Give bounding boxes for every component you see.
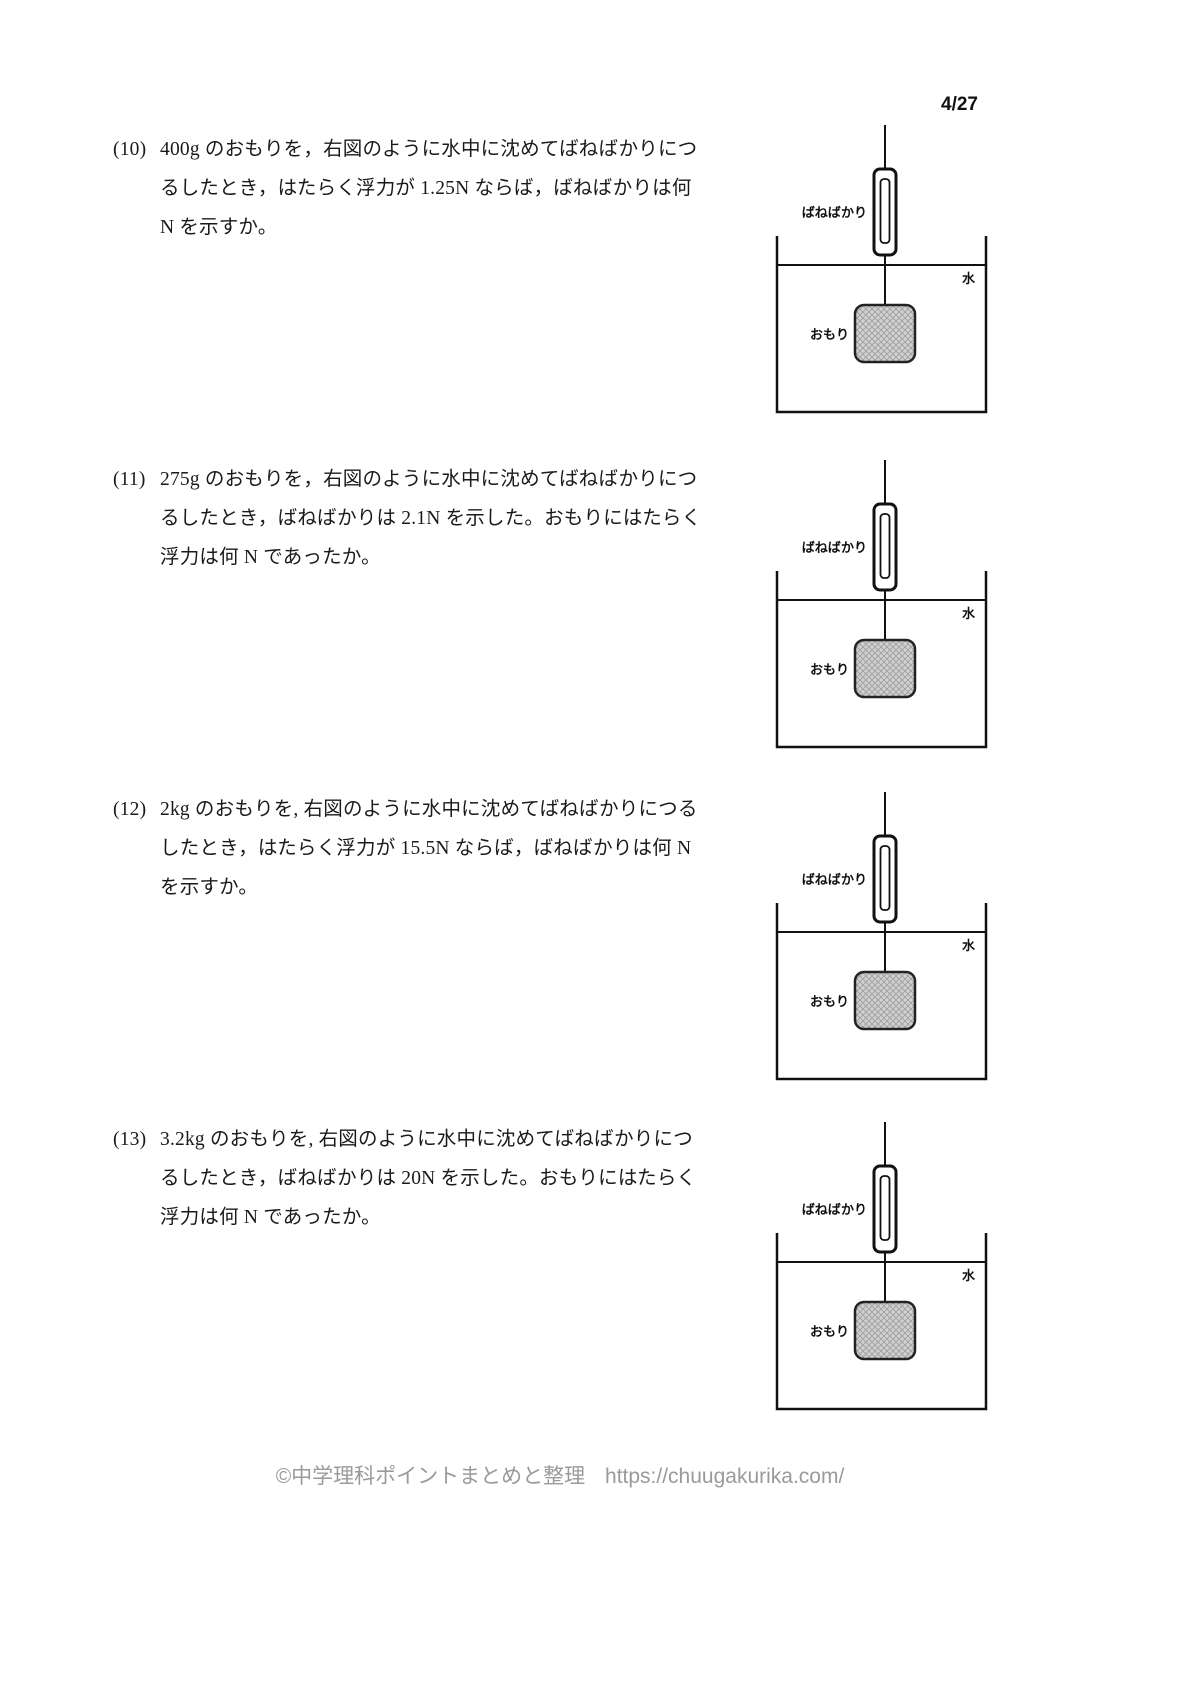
weight-block <box>853 970 917 1031</box>
page-number: 4/27 <box>941 94 978 115</box>
water-tank <box>775 1233 988 1411</box>
problem-11: (11) 275g のおもりを，右図のように水中に沈めてばねばかりにつ るしたと… <box>113 460 778 577</box>
problem-line: るしたとき，ばねばかりは 20N を示した。おもりにはたらく <box>160 1168 697 1189</box>
problem-line: 400g のおもりを，右図のように水中に沈めてばねばかりにつ <box>160 139 698 160</box>
footer: ©中学理科ポイントまとめと整理 https://chuugakurika.com… <box>0 1460 1120 1490</box>
spring-scale-slot <box>879 178 891 244</box>
weight-block <box>853 303 917 364</box>
problem-line: るしたとき，はたらく浮力が 1.25N ならば，ばねばかりは何 <box>160 178 692 199</box>
weight-label: おもり <box>810 327 849 342</box>
problem-10: (10) 400g のおもりを，右図のように水中に沈めてばねばかりにつ るしたと… <box>113 130 778 247</box>
problem-13: (13) 3.2kg のおもりを, 右図のように水中に沈めてばねばかりにつ るし… <box>113 1120 778 1237</box>
problem-line: 3.2kg のおもりを, 右図のように水中に沈めてばねばかりにつ <box>160 1129 693 1150</box>
water-label: 水 <box>962 938 976 953</box>
footer-url: https://chuugakurika.com/ <box>605 1465 845 1488</box>
weight-label: おもり <box>810 994 849 1009</box>
problem-text: 3.2kg のおもりを, 右図のように水中に沈めてばねばかりにつ るしたとき，ば… <box>160 1120 778 1237</box>
weight-label: おもり <box>810 1324 849 1339</box>
weight-block <box>853 1300 917 1361</box>
problem-number: (10) <box>113 139 147 160</box>
problem-number: (11) <box>113 469 146 490</box>
buoyancy-diagram-11: ばねばかり 水 おもり <box>775 460 988 749</box>
water-tank <box>775 571 988 749</box>
problem-text: 400g のおもりを，右図のように水中に沈めてばねばかりにつ るしたとき，はたら… <box>160 130 778 247</box>
problem-line: 2kg のおもりを, 右図のように水中に沈めてばねばかりにつる <box>160 799 698 820</box>
water-label: 水 <box>962 1268 976 1283</box>
spring-scale-label: ばねばかり <box>802 540 867 555</box>
weight-block <box>853 638 917 699</box>
water-tank <box>775 903 988 1081</box>
spring-scale-slot <box>879 513 891 579</box>
spring-scale-label: ばねばかり <box>802 1202 867 1217</box>
spring-scale-label: ばねばかり <box>802 872 867 887</box>
weight-label: おもり <box>810 662 849 677</box>
problem-text: 2kg のおもりを, 右図のように水中に沈めてばねばかりにつる したとき，はたら… <box>160 790 778 907</box>
problem-12: (12) 2kg のおもりを, 右図のように水中に沈めてばねばかりにつる したと… <box>113 790 778 907</box>
problem-line: したとき，はたらく浮力が 15.5N ならば，ばねばかりは何 N <box>160 838 692 859</box>
water-label: 水 <box>962 606 976 621</box>
spring-scale-slot <box>879 1175 891 1241</box>
footer-copyright: ©中学理科ポイントまとめと整理 <box>275 1465 586 1488</box>
problem-line: るしたとき，ばねばかりは 2.1N を示した。おもりにはたらく <box>160 508 702 529</box>
buoyancy-diagram-12: ばねばかり 水 おもり <box>775 792 988 1081</box>
spring-scale-label: ばねばかり <box>802 205 867 220</box>
buoyancy-diagram-10: ばねばかり 水 おもり <box>775 125 988 414</box>
buoyancy-diagram-13: ばねばかり 水 おもり <box>775 1122 988 1411</box>
problem-number: (12) <box>113 799 147 820</box>
problem-line: N を示すか。 <box>160 217 278 238</box>
problem-line: 浮力は何 N であったか。 <box>160 1207 381 1228</box>
problem-number: (13) <box>113 1129 147 1150</box>
problem-line: 浮力は何 N であったか。 <box>160 547 381 568</box>
problem-line: 275g のおもりを，右図のように水中に沈めてばねばかりにつ <box>160 469 698 490</box>
spring-scale-slot <box>879 845 891 911</box>
water-label: 水 <box>962 271 976 286</box>
problem-line: を示すか。 <box>160 877 259 898</box>
problem-text: 275g のおもりを，右図のように水中に沈めてばねばかりにつ るしたとき，ばねば… <box>160 460 778 577</box>
water-tank <box>775 236 988 414</box>
